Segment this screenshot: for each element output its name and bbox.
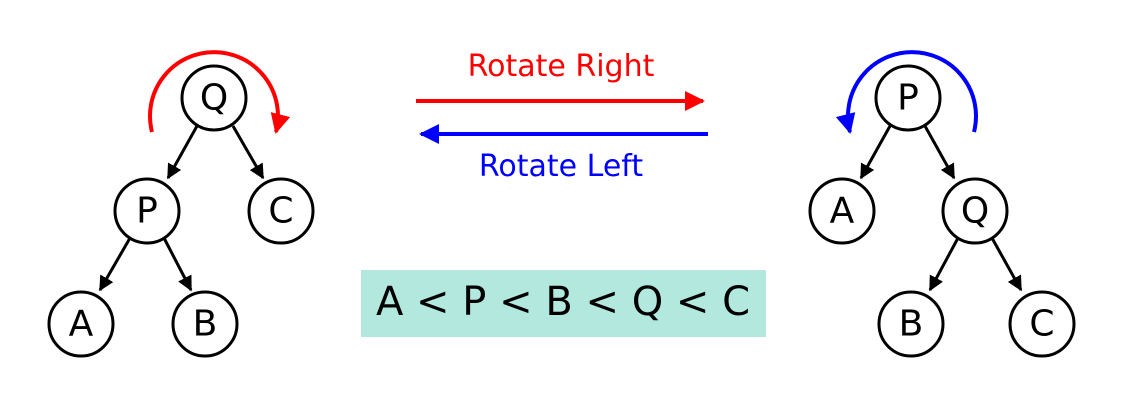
node-p: P — [113, 177, 181, 245]
edge-p-a — [98, 237, 132, 292]
ordering-text: A < P < B < Q < C — [376, 279, 750, 325]
node-c-label: C — [268, 191, 293, 232]
right-tree: P A Q B C — [808, 50, 1076, 358]
node-q-right: Q — [941, 177, 1009, 245]
node-c-right: C — [1008, 290, 1076, 358]
node-b-right-label: B — [899, 304, 924, 345]
rotate-right-label: Rotate Right — [468, 49, 655, 84]
edge-p-b — [162, 237, 193, 292]
node-q-right-label: Q — [961, 191, 989, 232]
right-rotation-arc — [835, 50, 978, 134]
edge-q-b-right — [928, 237, 960, 292]
node-a-label: A — [69, 304, 94, 345]
node-p-label: P — [136, 191, 158, 232]
node-q-label: Q — [200, 78, 228, 119]
operations: Rotate Right Rotate Left — [416, 49, 708, 184]
node-a: A — [47, 290, 115, 358]
node-b-label: B — [193, 304, 218, 345]
left-tree: Q P C A B — [47, 50, 315, 358]
edge-q-c — [231, 125, 265, 180]
node-p-right-label: P — [897, 78, 919, 119]
edge-p-q-right — [923, 125, 956, 180]
node-p-right: P — [874, 64, 942, 132]
edge-q-p — [166, 125, 199, 180]
rotate-left-label: Rotate Left — [479, 149, 643, 184]
node-b: B — [171, 290, 239, 358]
node-a-right: A — [808, 177, 876, 245]
node-a-right-label: A — [830, 191, 855, 232]
edge-p-a-right — [859, 125, 892, 180]
node-q: Q — [180, 64, 248, 132]
ordering-box: A < P < B < Q < C — [361, 270, 766, 337]
left-rotation-arc — [148, 50, 291, 134]
node-c-right-label: C — [1029, 304, 1054, 345]
node-c: C — [247, 177, 315, 245]
node-b-right: B — [877, 290, 945, 358]
edge-q-c-right — [990, 237, 1023, 292]
